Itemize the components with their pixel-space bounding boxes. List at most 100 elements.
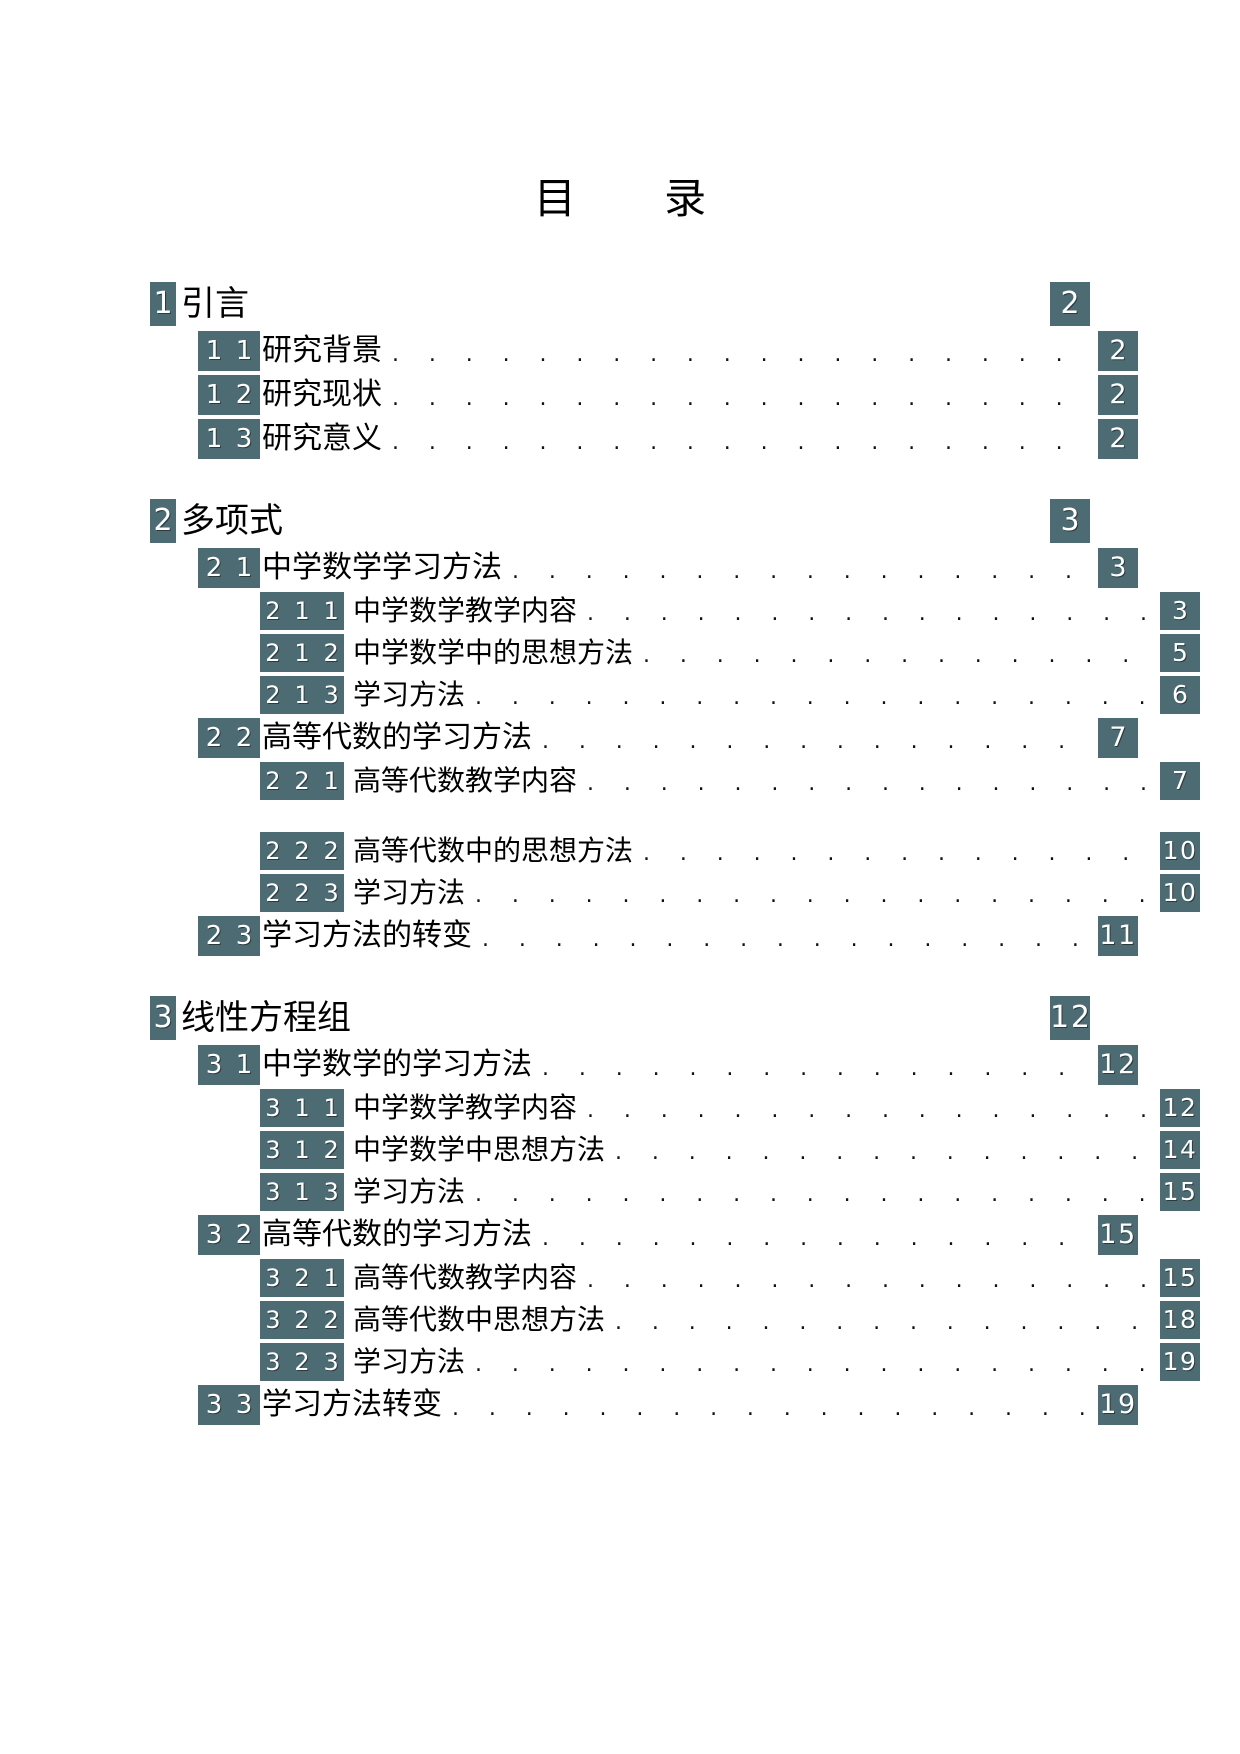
toc-page-number-cell: 2 xyxy=(1098,331,1138,371)
toc-entry-number: 2 2 1 xyxy=(260,762,344,800)
toc-page-number: 2 xyxy=(1098,331,1138,371)
toc-leader-dots: . . . . . . . . . . . . . . . . . . . . … xyxy=(475,687,1154,709)
toc-page-number: 12 xyxy=(1050,996,1090,1040)
toc-entry-number: 3 xyxy=(150,996,176,1040)
toc-page-number-cell: 6 xyxy=(1160,676,1200,714)
toc-entry-number: 3 1 xyxy=(198,1045,260,1085)
toc-page-number: 19 xyxy=(1098,1385,1138,1425)
toc-leader-dots: . . . . . . . . . . . . . . . . . . . . … xyxy=(542,731,1092,753)
toc-entry-number: 1 1 xyxy=(198,331,260,371)
toc-page-number: 10 xyxy=(1160,874,1200,912)
toc-page-number-cell: 10 xyxy=(1160,832,1200,870)
page-title: 目 录 xyxy=(533,174,730,223)
toc-leader-dots: . . . . . . . . . . . . . . . . . . . . … xyxy=(392,432,1092,454)
toc-entry-number: 3 1 1 xyxy=(260,1089,344,1127)
toc-page-number-cell: 12 xyxy=(1050,996,1090,1040)
toc-page-number-cell: 12 xyxy=(1160,1089,1200,1127)
toc-page-number: 12 xyxy=(1098,1045,1138,1085)
toc-entry-label: 中学数学教学内容 xyxy=(353,1091,578,1124)
toc-page-number: 15 xyxy=(1098,1215,1138,1255)
toc-leader-dots: . . . . . . . . . . . . . . . . . . . . … xyxy=(542,1228,1092,1250)
toc-entry-number: 3 3 xyxy=(198,1385,260,1425)
toc-entry-number: 2 xyxy=(150,499,176,543)
toc-entry-label: 学习方法 xyxy=(353,678,466,711)
toc-entry-label: 研究意义 xyxy=(262,421,382,456)
toc-leader-dots: . . . . . . . . . . . . . . . . . . . . … xyxy=(392,388,1092,410)
toc-entry-number: 3 1 3 xyxy=(260,1173,344,1211)
toc-page-number: 15 xyxy=(1160,1173,1200,1211)
toc-page-number-cell: 14 xyxy=(1160,1131,1200,1169)
toc-entry[interactable]: 2 1 3 学习方法 . . . . . . . . . . . . . . . .… xyxy=(260,676,1200,714)
toc-page-number: 15 xyxy=(1160,1259,1200,1297)
toc-entry-label: 高等代数中思想方法 xyxy=(353,1303,606,1336)
toc-leader-dots: . . . . . . . . . . . . . . . . . . . . … xyxy=(643,645,1154,667)
toc-entry-label: 多项式 xyxy=(181,501,283,541)
toc-page-number-cell: 10 xyxy=(1160,874,1200,912)
toc-entry-label: 学习方法 xyxy=(353,1175,466,1208)
toc-spacer xyxy=(150,804,1090,832)
toc-entry-label: 学习方法转变 xyxy=(262,1387,442,1422)
toc-page-number-cell: 3 xyxy=(1160,592,1200,630)
toc-leader-dots: . . . . . . . . . . . . . . . . . . . . … xyxy=(452,1398,1092,1420)
toc-page-number-cell: 15 xyxy=(1160,1173,1200,1211)
toc-page-number: 19 xyxy=(1160,1343,1200,1381)
toc-page-number-cell: 19 xyxy=(1098,1385,1138,1425)
toc-page-number-cell: 15 xyxy=(1098,1215,1138,1255)
toc-list: 1引言. . . . . . . . . . . . . . . . . . .… xyxy=(0,282,1240,1425)
toc-entry-number: 1 3 xyxy=(198,419,260,459)
toc-entry-label: 学习方法 xyxy=(353,876,466,909)
toc-entry-number: 1 xyxy=(150,282,176,326)
toc-page-number: 3 xyxy=(1160,592,1200,630)
toc-leader-dots: . . . . . . . . . . . . . . . . . . . . … xyxy=(587,1270,1154,1292)
toc-entry-label: 学习方法的转变 xyxy=(262,918,472,953)
toc-leader-dots: . . . . . . . . . . . . . . . . . . . . … xyxy=(643,843,1154,865)
toc-leader-dots: . . . . . . . . . . . . . . . . . . . . … xyxy=(615,1312,1154,1334)
toc-leader-dots: . . . . . . . . . . . . . . . . . . . . … xyxy=(587,773,1154,795)
toc-entry-label: 中学数学学习方法 xyxy=(262,550,502,585)
toc-entry-number: 3 2 xyxy=(198,1215,260,1255)
toc-entry-label: 研究现状 xyxy=(262,377,382,412)
toc-entry[interactable]: 3 2 1 高等代数教学内容 . . . . . . . . . . . . . .… xyxy=(260,1259,1200,1297)
toc-entry-number: 3 2 1 xyxy=(260,1259,344,1297)
toc-page-number-cell: 2 xyxy=(1050,282,1090,326)
toc-page-number-cell: 2 xyxy=(1098,375,1138,415)
toc-page-number: 12 xyxy=(1160,1089,1200,1127)
toc-page-number: 3 xyxy=(1050,499,1090,543)
toc-entry-label: 高等代数中的思想方法 xyxy=(353,834,634,867)
toc-entry-label: 中学数学教学内容 xyxy=(353,594,578,627)
toc-entry[interactable]: 1引言. . . . . . . . . . . . . . . . . . .… xyxy=(150,282,1090,326)
toc-page-number: 7 xyxy=(1160,762,1200,800)
toc-page-number-cell: 3 xyxy=(1098,548,1138,588)
toc-entry-number: 3 1 2 xyxy=(260,1131,344,1169)
toc-entry-number: 2 1 3 xyxy=(260,676,344,714)
toc-leader-dots: . . . . . . . . . . . . . . . . . . . . … xyxy=(392,344,1092,366)
toc-leader-dots: . . . . . . . . . . . . . . . . . . . . … xyxy=(512,561,1092,583)
toc-group: 1引言. . . . . . . . . . . . . . . . . . .… xyxy=(150,282,1138,459)
toc-page-number-cell: 18 xyxy=(1160,1301,1200,1339)
toc-entry-number: 1 2 xyxy=(198,375,260,415)
toc-entry-label: 高等代数教学内容 xyxy=(353,1261,578,1294)
toc-entry-number: 2 1 2 xyxy=(260,634,344,672)
